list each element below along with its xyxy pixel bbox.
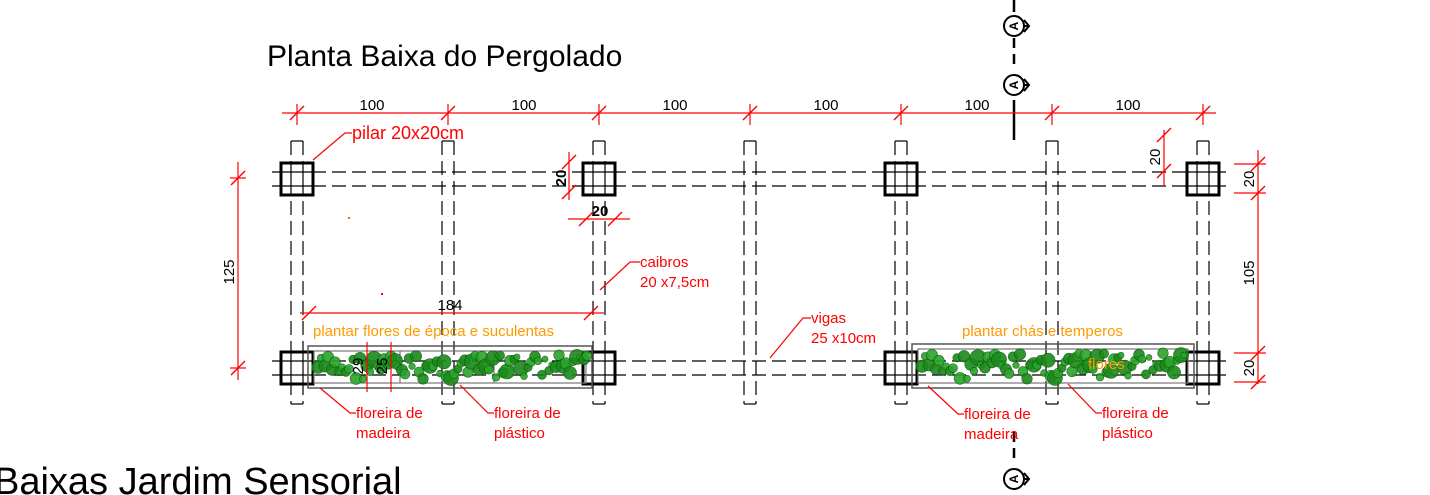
planting-label-right-small: flores <box>1088 356 1125 373</box>
dim-span-3: 100 <box>662 97 687 114</box>
stray-mark <box>348 217 350 219</box>
pillars <box>279 161 1221 386</box>
rafter <box>441 140 455 405</box>
caibros-note: caibros 20 x7,5cm <box>599 254 709 291</box>
section-marker-icon: A <box>1003 74 1031 96</box>
vigas-note: vigas 25 x10cm <box>769 310 876 359</box>
vegetation-left <box>311 349 593 386</box>
dim-planter-length: 184 <box>437 297 462 314</box>
pillar <box>279 161 315 197</box>
pillar <box>1185 350 1221 386</box>
section-line-a: A A A <box>1003 0 1031 490</box>
left-dimension: 125 <box>221 162 246 380</box>
dim-planter-inner-b: 25 <box>374 358 391 375</box>
svg-text:A: A <box>1007 474 1021 483</box>
right-plastic-label-1: floreira de <box>1102 405 1169 422</box>
dim-corner-right: 20 <box>1147 149 1164 166</box>
left-plastic-label-1: floreira de <box>494 405 561 422</box>
vigas-label-2: 25 x10cm <box>811 330 876 347</box>
left-wood-label-2: madeira <box>356 425 411 442</box>
dim-span-6: 100 <box>1115 97 1140 114</box>
svg-text:A: A <box>1007 21 1021 30</box>
planting-label-left: plantar flores de época e suculentas <box>313 323 554 340</box>
pillar-dimensions: 20 20 20 <box>553 127 1172 227</box>
vegetation-right <box>915 347 1189 386</box>
pilar-label: pilar 20x20cm <box>352 123 464 143</box>
rafter <box>743 140 757 405</box>
vigas-label-1: vigas <box>811 310 846 327</box>
svg-text:A: A <box>1007 80 1021 89</box>
right-plastic-label-2: plástico <box>1102 425 1153 442</box>
dim-right-top: 20 <box>1241 171 1258 188</box>
dim-span-1: 100 <box>359 97 384 114</box>
pillar <box>1185 161 1221 197</box>
caibros-label-2: 20 x7,5cm <box>640 274 709 291</box>
left-wood-label-1: floreira de <box>356 405 423 422</box>
dim-span-5: 100 <box>964 97 989 114</box>
pilar-note: pilar 20x20cm <box>312 123 464 161</box>
dim-right-bottom: 20 <box>1241 360 1258 377</box>
section-marker-icon: A <box>1003 468 1031 490</box>
pillar <box>883 161 919 197</box>
dim-span-4: 100 <box>813 97 838 114</box>
section-marker-icon: A <box>1003 15 1031 37</box>
dim-span-2: 100 <box>511 97 536 114</box>
dim-pillar-height: 20 <box>553 170 570 187</box>
pillar <box>581 161 617 197</box>
planting-label-right: plantar chás e temperos <box>962 323 1123 340</box>
top-dimension-chain: 100 100 100 100 100 100 <box>282 97 1216 125</box>
caibros-label-1: caibros <box>640 254 688 271</box>
cut-off-title: Baixas Jardim Sensorial <box>0 461 402 495</box>
right-wood-label-2: madeira <box>964 426 1019 443</box>
dim-pillar-width: 20 <box>592 203 609 220</box>
dim-depth-total: 125 <box>221 259 238 284</box>
dim-planter-inner-a: 29 <box>350 358 367 375</box>
dim-right-mid: 105 <box>1241 260 1258 285</box>
rafter <box>1045 140 1059 405</box>
right-planter: plantar chás e temperos flores floreira … <box>911 323 1195 443</box>
stray-mark <box>381 293 383 295</box>
left-planter: 184 plantar flores de época e suculentas… <box>300 297 604 442</box>
right-dimension-chain: 20 105 20 <box>1234 150 1266 390</box>
right-wood-label-1: floreira de <box>964 406 1031 423</box>
plan-title: Planta Baixa do Pergolado <box>267 40 622 73</box>
left-plastic-label-2: plástico <box>494 425 545 442</box>
